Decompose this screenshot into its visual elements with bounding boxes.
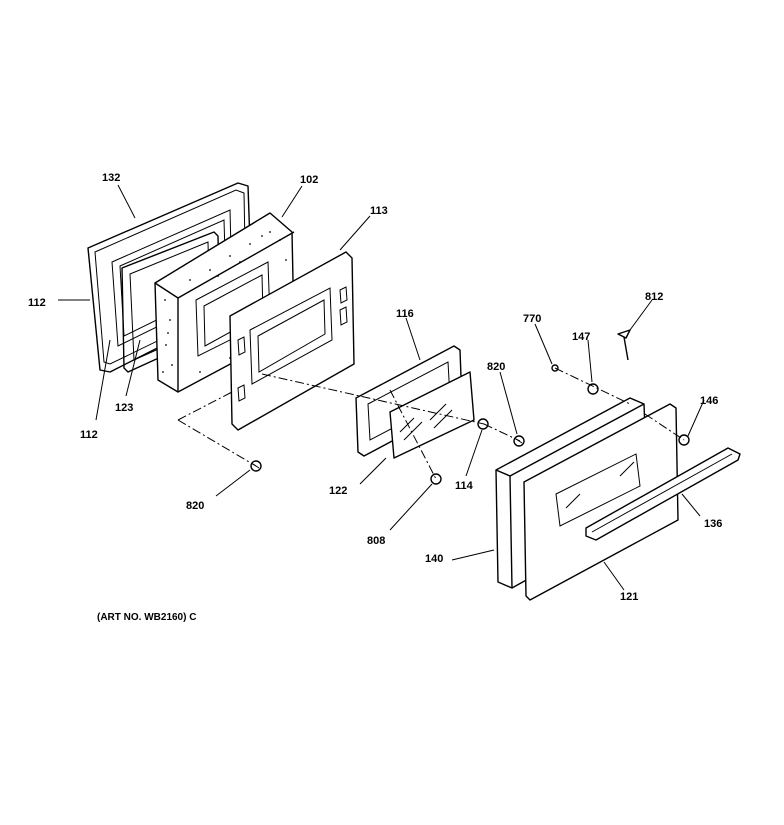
inner-door-panel-part [229,251,355,431]
screw-812 [617,329,631,361]
part-label-146: 146 [700,395,718,407]
part-label-122: 122 [329,485,347,497]
part-label-140: 140 [425,553,443,565]
outer-glass-door-part [523,403,679,601]
part-label-820-right: 820 [487,361,505,373]
glass-pane-part [389,371,475,459]
part-label-121: 121 [620,591,638,603]
part-label-132: 132 [102,172,120,184]
part-label-112-top: 112 [28,297,46,309]
part-label-112-bottom: 112 [80,429,98,441]
part-label-147: 147 [572,331,590,343]
part-label-808: 808 [367,535,385,547]
assembly-center-lines [177,367,685,480]
leader-lines [58,184,705,591]
screw-808 [430,473,442,485]
door-handle-part [585,447,741,541]
part-labels: 132 102 113 112 123 112 116 770 812 147 … [28,172,722,603]
part-label-820-left: 820 [186,500,204,512]
part-label-812: 812 [645,291,663,303]
part-label-770: 770 [523,313,541,325]
part-label-113: 113 [370,205,388,217]
part-label-123: 123 [115,402,133,414]
part-label-116: 116 [396,308,414,320]
part-label-136: 136 [704,518,722,530]
part-label-102: 102 [300,174,318,186]
art-number-caption: (ART NO. WB2160) C [97,612,196,623]
part-label-114: 114 [455,480,474,492]
bumper-147 [587,383,599,395]
